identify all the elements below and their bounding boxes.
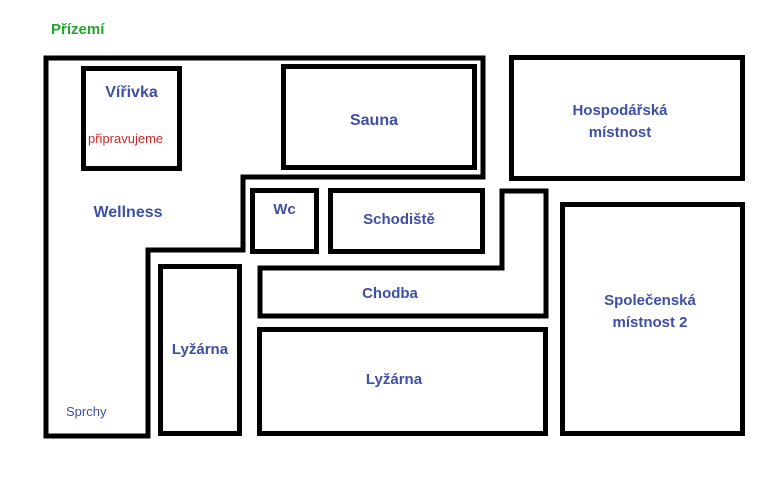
chodba-label: Chodba [362, 285, 418, 302]
sauna-label: Sauna [349, 112, 398, 129]
room-virivka [81, 66, 182, 171]
virivka-note: připravujeme [88, 131, 164, 146]
room-sauna [281, 64, 477, 170]
room-lyzarna-small [158, 264, 242, 436]
wellness-label: Wellness [93, 204, 163, 221]
room-hospodarska [509, 55, 745, 181]
wellness-outline [43, 55, 486, 439]
hospodarska-label: Hospodářská místnost [572, 102, 668, 141]
room-lyzarna-large [257, 327, 548, 436]
sprchy-label: Sprchy [66, 404, 107, 419]
chodba-outline [257, 188, 549, 319]
room-schodiste [328, 188, 485, 254]
virivka-label: Vířivka [105, 84, 158, 101]
lyzarna-small-label: Lyžárna [171, 341, 229, 358]
spolecenska-label: Společenská místnost 2 [604, 292, 696, 331]
room-spolecenska [560, 202, 745, 436]
lyzarna-large-label: Lyžárna [365, 371, 423, 388]
wc-label: Wc [273, 201, 296, 218]
floor-title: Přízemí [51, 21, 105, 38]
schodiste-label: Schodiště [363, 211, 435, 228]
room-wc [250, 188, 319, 254]
